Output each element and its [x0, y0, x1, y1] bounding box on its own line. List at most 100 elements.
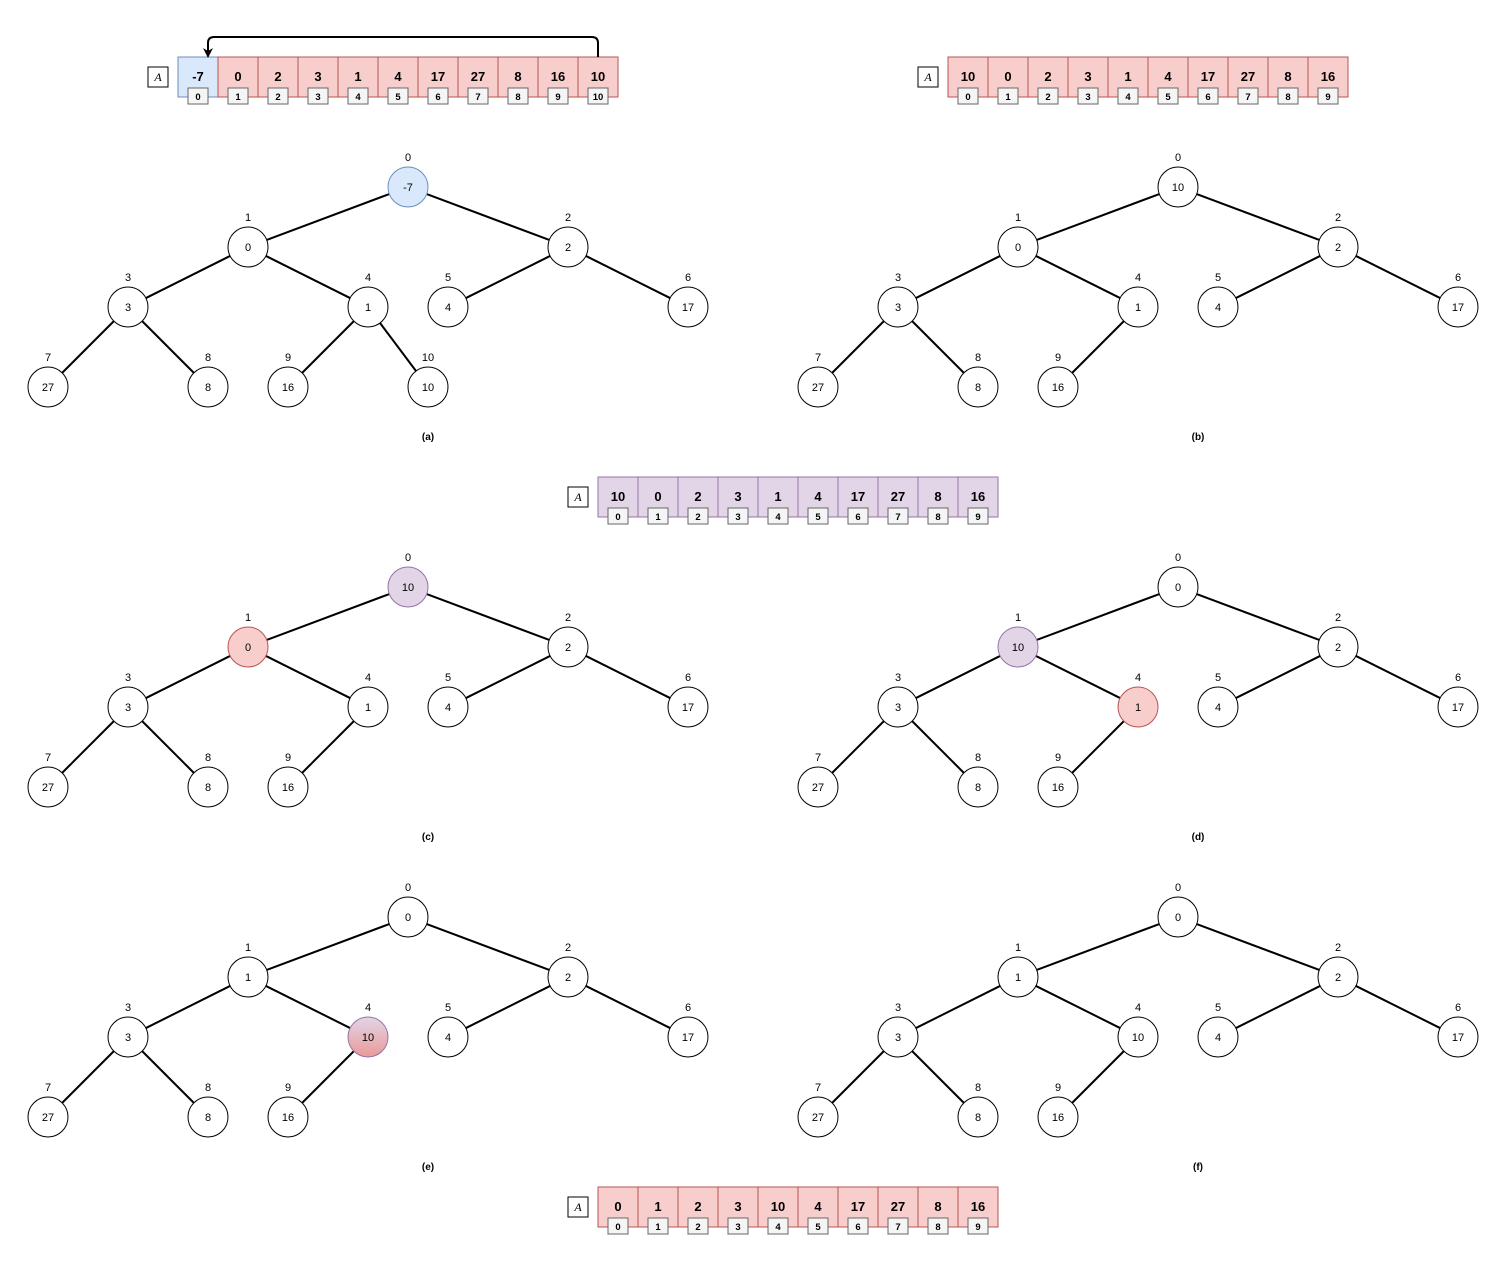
tree-node — [547, 956, 589, 998]
array-label-box — [567, 486, 589, 508]
array-index-box — [347, 87, 369, 105]
tree-node-index: 6 — [1455, 1002, 1461, 1014]
tree-node-index: 5 — [1215, 272, 1221, 284]
array-cell-value: 17 — [851, 489, 865, 504]
tree-node — [107, 686, 149, 728]
array-cell-index: 0 — [965, 92, 970, 103]
tree-node-value: 3 — [895, 702, 901, 714]
tree-node-value: 2 — [1335, 242, 1341, 254]
tree-edge — [1196, 193, 1320, 241]
tree-edge — [141, 320, 195, 374]
tree-node-index: 1 — [1015, 212, 1021, 224]
tree-node-index: 4 — [365, 272, 371, 284]
tree-node-value: 0 — [405, 912, 411, 924]
tree-node — [427, 1016, 469, 1058]
tree-node-index: 8 — [205, 352, 211, 364]
tree-node — [107, 1016, 149, 1058]
array-cell-index: 6 — [855, 512, 860, 523]
tree-edge — [266, 923, 390, 971]
tree-node-value: 3 — [895, 1032, 901, 1044]
tree-node — [547, 626, 589, 668]
figure-caption: (e) — [422, 1162, 434, 1173]
tree-edge — [145, 655, 231, 699]
array-label: A — [573, 1200, 582, 1214]
array-cell-value: 1 — [654, 1199, 661, 1214]
tree-node — [27, 766, 69, 808]
array-cell-index: 3 — [315, 92, 320, 103]
tree-node-index: 9 — [285, 752, 291, 764]
tree-edge — [426, 193, 550, 241]
tree-edge — [585, 255, 671, 299]
tree-node — [1037, 766, 1079, 808]
tree-node — [957, 366, 999, 408]
tree-edge — [1071, 320, 1125, 374]
array-cell-value: 0 — [1004, 69, 1011, 84]
tree-node — [347, 1016, 389, 1058]
tree-node-value: 3 — [125, 302, 131, 314]
figure-caption: (b) — [1192, 432, 1205, 443]
tree-node-value: 8 — [205, 782, 211, 794]
tree-node-index: 8 — [975, 352, 981, 364]
tree-edge — [1071, 720, 1125, 774]
array-index-box — [687, 507, 709, 525]
tree-node — [667, 286, 709, 328]
tree-node — [347, 286, 389, 328]
tree-node-value: 1 — [365, 302, 371, 314]
tree-edge — [265, 255, 351, 299]
tree-node-value: 16 — [282, 382, 294, 394]
tree-node-index: 0 — [1175, 552, 1181, 564]
tree-node — [797, 1096, 839, 1138]
tree-edge — [915, 985, 1001, 1029]
array-index-box — [847, 1217, 869, 1235]
tree-node-index: 1 — [1015, 942, 1021, 954]
tree-edge — [1355, 255, 1441, 299]
tree-node-index: 5 — [445, 1002, 451, 1014]
tree-node-index: 4 — [365, 1002, 371, 1014]
tree-edge — [1036, 193, 1160, 241]
array-cell-index: 2 — [275, 92, 280, 103]
tree-node-value: 8 — [205, 1112, 211, 1124]
tree-edge — [831, 1050, 885, 1104]
tree-edge — [265, 985, 351, 1029]
tree-edge — [911, 1050, 965, 1104]
tree-node-value: 4 — [445, 1032, 451, 1044]
array-cell-index: 0 — [195, 92, 200, 103]
array-index-box — [187, 87, 209, 105]
tree-edge — [265, 655, 351, 699]
array-cell-value: 3 — [734, 1199, 741, 1214]
array-label: A — [153, 70, 162, 84]
tree-node-index: 6 — [1455, 272, 1461, 284]
array-index-box — [227, 87, 249, 105]
array-cell-value: 4 — [814, 489, 822, 504]
tree-node-value: 1 — [245, 972, 251, 984]
tree-node-value: 2 — [565, 642, 571, 654]
array-cell-index: 7 — [895, 512, 900, 523]
array-index-box — [887, 1217, 909, 1235]
tree-node-index: 2 — [565, 212, 571, 224]
figure-caption: (d) — [1192, 832, 1205, 843]
array-index-box — [1117, 87, 1139, 105]
array-cell-index: 1 — [235, 92, 241, 103]
tree-node-index: 9 — [285, 1082, 291, 1094]
array-cell-index: 9 — [1325, 92, 1330, 103]
tree-edge — [141, 720, 195, 774]
tree-node-value: 1 — [1135, 302, 1141, 314]
array-cell-value: 4 — [814, 1199, 822, 1214]
tree-node-value: 16 — [1052, 1112, 1064, 1124]
tree-node — [667, 1016, 709, 1058]
tree-node — [387, 166, 429, 208]
tree-edge — [1235, 985, 1321, 1029]
array-index-box — [607, 507, 629, 525]
tree-edge — [831, 320, 885, 374]
tree-edge — [465, 985, 551, 1029]
tree-node — [267, 366, 309, 408]
tree-node-index: 0 — [1175, 152, 1181, 164]
array-cell-index: 4 — [775, 1222, 781, 1233]
tree-node-index: 5 — [445, 672, 451, 684]
array-cell-index: 6 — [1205, 92, 1210, 103]
tree-node — [407, 366, 449, 408]
tree-node-index: 0 — [405, 152, 411, 164]
